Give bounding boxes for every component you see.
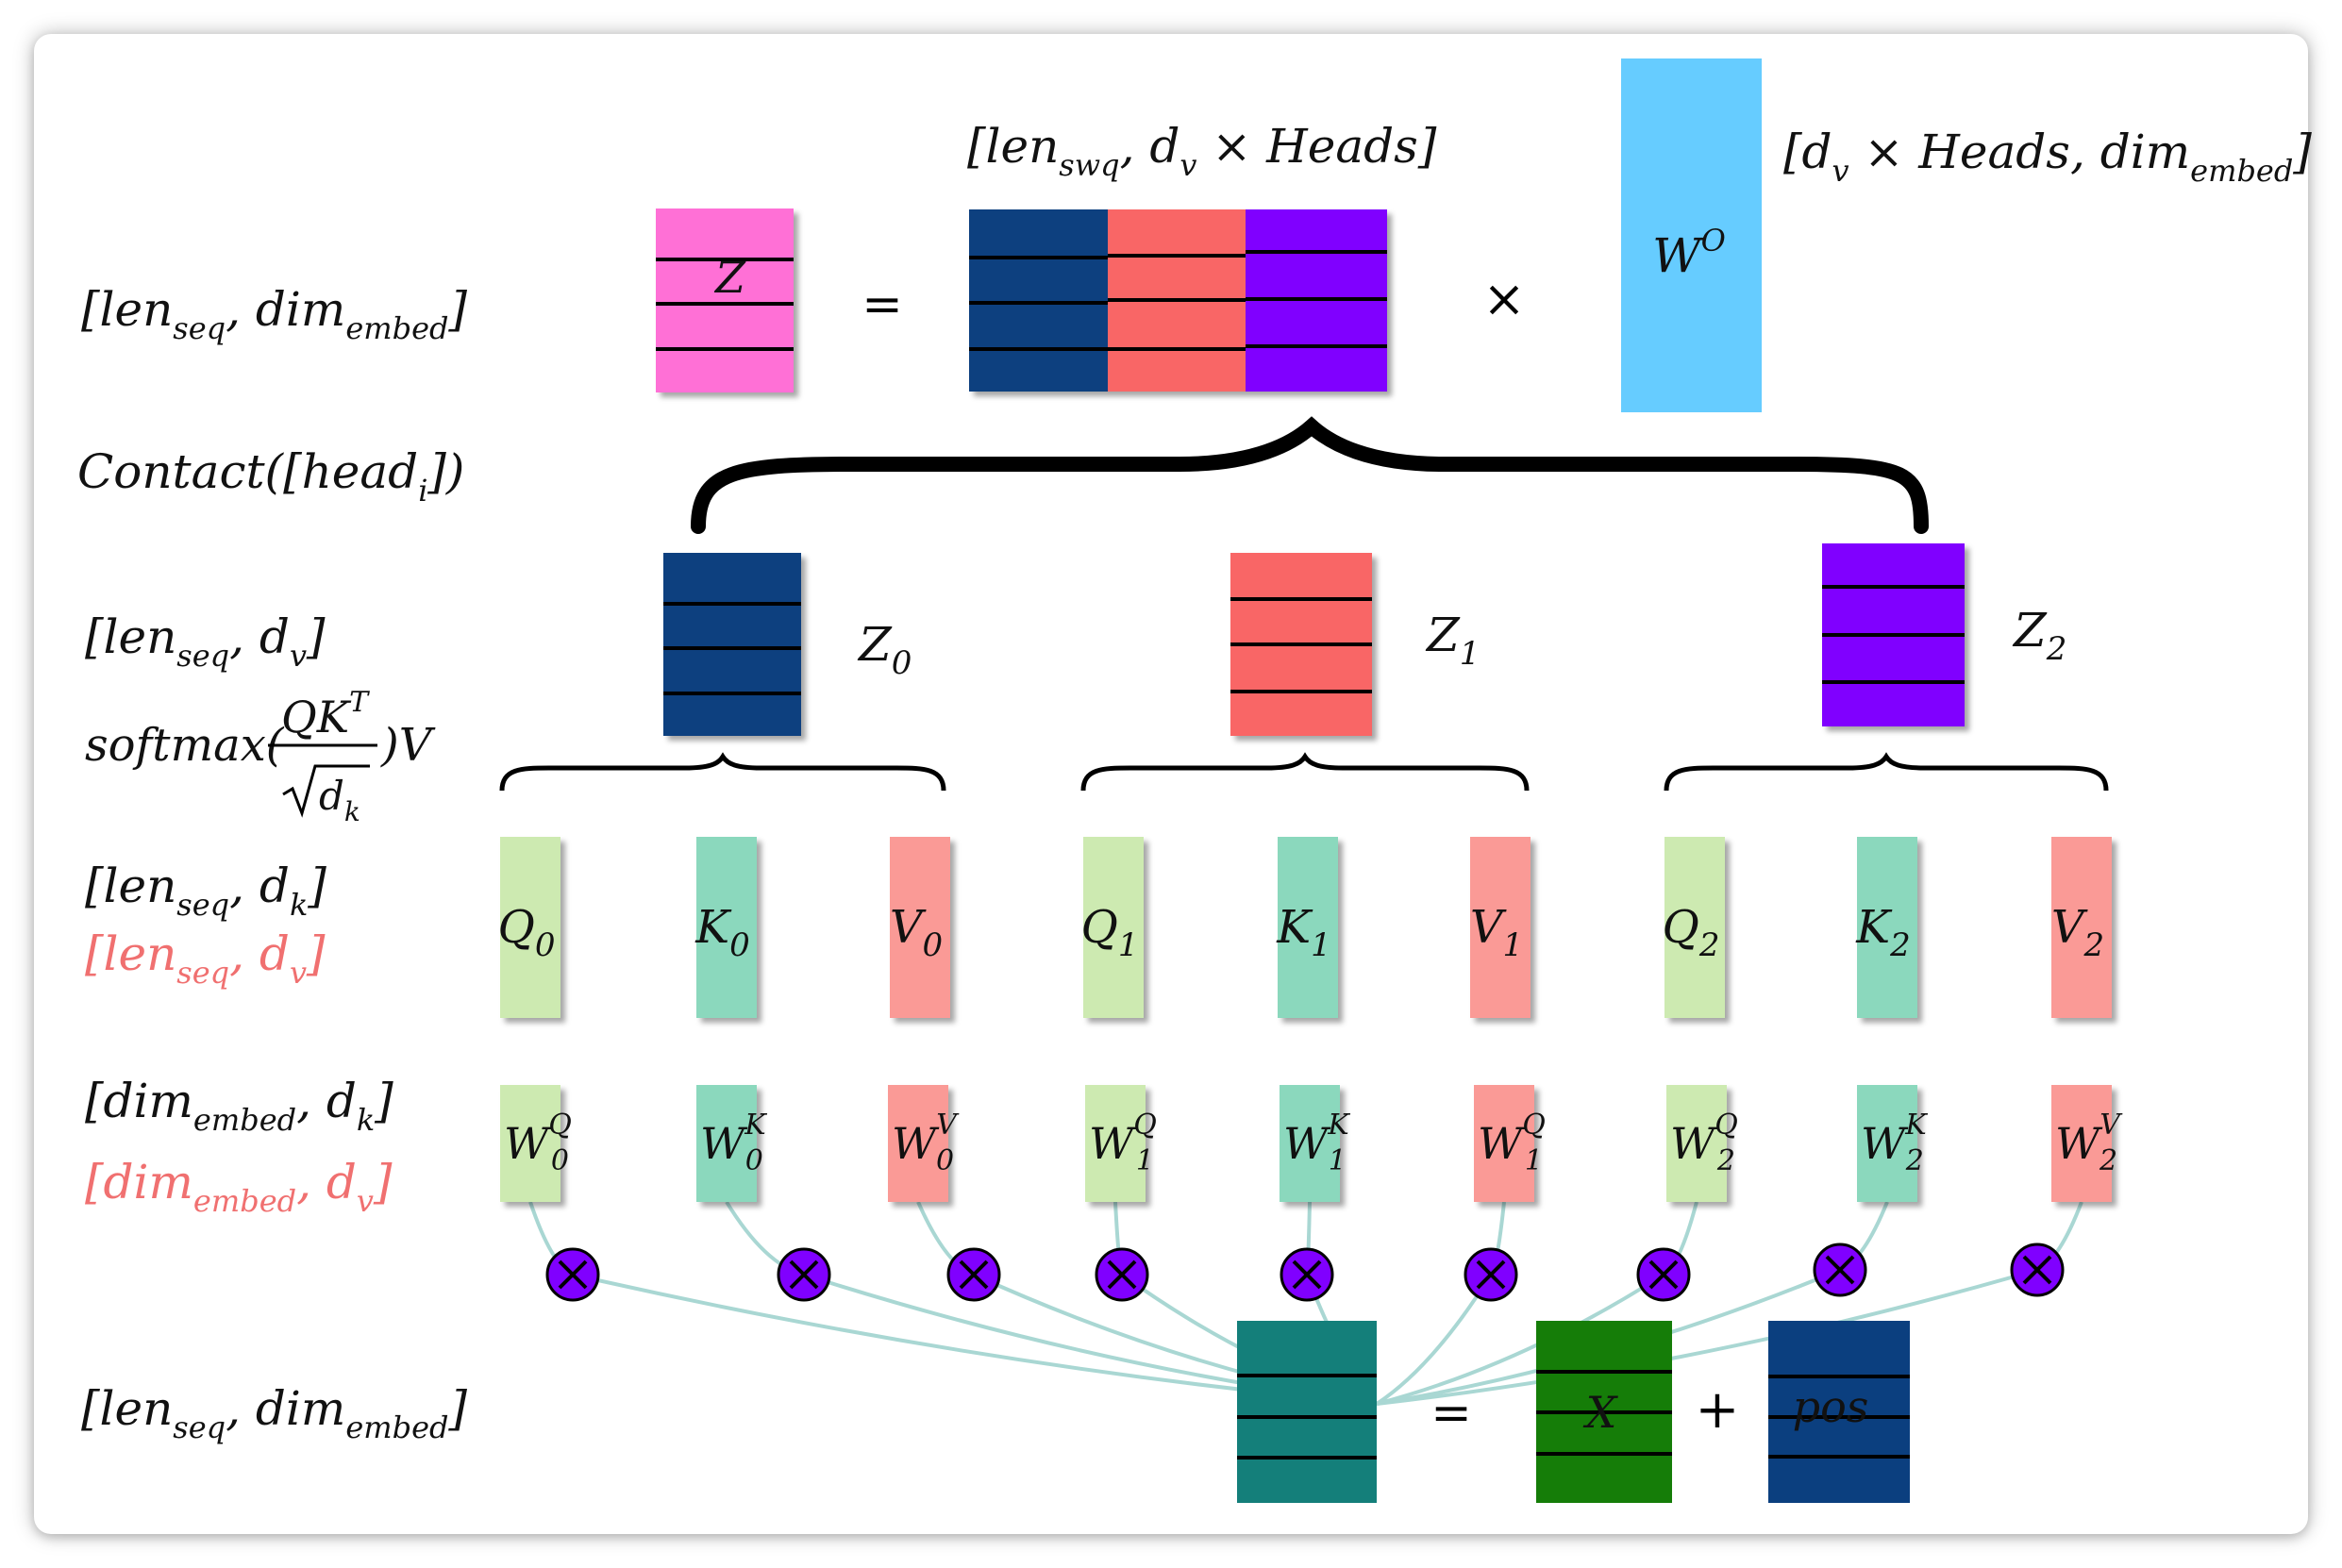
concat-heads-matrix: [969, 209, 1387, 392]
qkv-label-8: V2: [2051, 901, 2104, 964]
embedding-matrix: [1237, 1321, 1377, 1503]
qkv-label-6: Q2: [1663, 901, 1720, 964]
plus-sign: +: [1696, 1379, 1740, 1441]
softmax-brace-1: [1080, 752, 1530, 792]
head-matrices: Z0 Z1 Z2: [663, 543, 2066, 736]
softmax-brace-0: [499, 752, 946, 792]
qkv-label-5: V1: [1470, 901, 1523, 964]
label-qk-dims: [lenseq, dk]: [85, 859, 326, 923]
head-label-1: Z1: [1425, 608, 1480, 673]
wo-matrix: WO: [1621, 58, 1762, 412]
qkv-matrix-2: V0: [890, 837, 950, 1018]
softmax-brace-2: [1664, 752, 2109, 792]
x-input-matrix: X: [1536, 1321, 1672, 1503]
label-output-dims: [lenseq, dimembed]: [81, 282, 468, 346]
qkv-matrix-1: K0: [694, 837, 757, 1018]
z-label: Z: [713, 252, 746, 303]
multiply-icon-5: [1464, 1247, 1518, 1302]
qkv-label-4: K1: [1276, 901, 1331, 964]
times-sign: ×: [1482, 269, 1525, 328]
multiply-icon-0: [545, 1247, 600, 1302]
multiply-icon-3: [1095, 1247, 1149, 1302]
svg-text:QKT: QKT: [281, 686, 370, 742]
softmax-braces: [499, 752, 2109, 792]
wo-dims-label: [dv × Heads, dimembed]: [1783, 125, 2312, 189]
head-label-0: Z0: [857, 617, 912, 682]
svg-text:)V: )V: [380, 719, 436, 772]
qkv-matrix-7: K2: [1855, 837, 1917, 1018]
head-matrix-0: [663, 553, 801, 736]
concat-brace: [691, 416, 1929, 534]
multiply-icon-1: [777, 1247, 831, 1302]
qkv-matrix-4: K1: [1276, 837, 1338, 1018]
label-concat: Contact([headi]): [77, 444, 464, 509]
label-v-dims: [lenseq, dv]: [85, 926, 326, 991]
multiply-icon-4: [1280, 1247, 1334, 1302]
pos-label: pos: [1793, 1381, 1869, 1432]
multiply-operators: [545, 1243, 2065, 1302]
label-wv-dims: [dimembed, dv]: [85, 1155, 393, 1219]
z-output-matrix: Z: [656, 209, 794, 392]
qkv-label-1: K0: [694, 901, 750, 964]
multiply-icon-2: [946, 1247, 1001, 1302]
qkv-matrices: Q0 K0 V0 Q1 K1 V1 Q2 K2 V2: [498, 837, 2112, 1018]
head-matrix-2: [1822, 543, 1965, 726]
equals-sign-bottom: =: [1430, 1385, 1472, 1442]
qkv-matrix-5: V1: [1470, 837, 1531, 1018]
qkv-label-7: K2: [1855, 901, 1911, 964]
pos-encoding-matrix: pos: [1768, 1321, 1910, 1503]
concat-dims-label: [lenswq, dv × Heads]: [967, 119, 1437, 183]
head-matrix-1: [1230, 553, 1372, 736]
head-label-2: Z2: [2012, 603, 2066, 668]
multiply-icon-8: [2010, 1243, 2065, 1297]
connector-8: [1376, 1201, 2083, 1406]
qkv-matrix-6: Q2: [1663, 837, 1725, 1018]
qkv-matrix-0: Q0: [498, 837, 560, 1018]
x-label: X: [1583, 1387, 1619, 1438]
qkv-label-3: Q1: [1081, 901, 1139, 964]
softmax-formula: softmax( QKT dk )V: [85, 686, 436, 827]
label-head-dims: [lenseq, dv]: [85, 609, 326, 674]
multiply-icon-6: [1636, 1247, 1691, 1302]
multiply-icon-7: [1813, 1243, 1867, 1297]
wo-label: WO: [1652, 223, 1726, 283]
qkv-label-2: V0: [890, 901, 943, 964]
qkv-matrix-3: Q1: [1081, 837, 1144, 1018]
connector-6: [1376, 1201, 1698, 1406]
equals-sign: =: [862, 276, 903, 333]
left-labels: [lenseq, dimembed] Contact([headi]) [len…: [77, 282, 468, 1445]
svg-text:softmax(: softmax(: [85, 719, 285, 772]
svg-text:dk: dk: [319, 773, 360, 827]
label-wqk-dims: [dimembed, dk]: [85, 1074, 393, 1138]
connector-5: [1375, 1201, 1506, 1406]
qkv-matrix-8: V2: [2051, 837, 2112, 1018]
connector-7: [1376, 1201, 1889, 1406]
qkv-label-0: Q0: [498, 901, 556, 964]
label-embed-dims: [lenseq, dimembed]: [81, 1381, 468, 1445]
